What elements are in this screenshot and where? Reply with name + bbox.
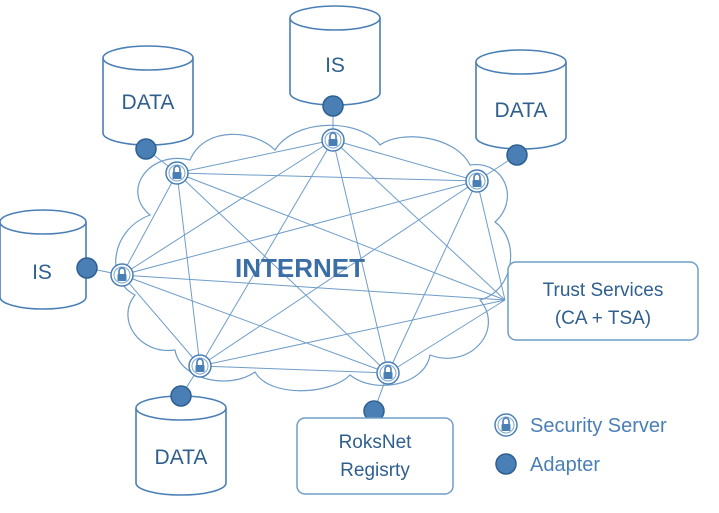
database-is-left: IS xyxy=(0,209,87,310)
database-label: DATA xyxy=(122,91,175,114)
database-label: IS xyxy=(32,261,52,284)
legend-adapter-label: Adapter xyxy=(530,454,600,476)
database-is-top: IS xyxy=(289,5,381,106)
adapter-icon xyxy=(170,385,192,407)
security-server-icon xyxy=(188,354,212,378)
mesh-line xyxy=(387,180,478,374)
mesh-line xyxy=(176,172,201,367)
legend: Security Server Adapter xyxy=(494,413,667,476)
mesh-line xyxy=(176,172,478,182)
mesh-line xyxy=(199,180,478,367)
mesh-line xyxy=(199,365,389,374)
internet-cloud xyxy=(115,124,512,392)
mesh-line xyxy=(121,274,201,367)
security-server-icon xyxy=(165,161,189,185)
trust-services-subtitle: (CA + TSA) xyxy=(555,308,651,329)
database-label: DATA xyxy=(155,446,208,469)
mesh-line xyxy=(476,180,506,301)
mesh-line xyxy=(121,274,389,374)
mesh-line xyxy=(176,172,506,301)
mesh-line xyxy=(199,139,334,367)
mesh-line xyxy=(199,299,506,367)
registry-title: RoksNet xyxy=(339,432,413,453)
mesh-line xyxy=(121,139,334,276)
database-label: DATA xyxy=(495,99,548,122)
legend-adapter-icon xyxy=(495,453,517,475)
database-data-top-right: DATA xyxy=(475,49,567,150)
adapter-icon xyxy=(322,95,344,117)
adapter-icon xyxy=(135,138,157,160)
mesh-connections xyxy=(121,139,506,374)
security-server-icon xyxy=(321,128,345,152)
adapter-icon xyxy=(76,257,98,279)
mesh-line xyxy=(176,139,334,174)
trust-services-title: Trust Services xyxy=(543,280,664,301)
security-server-icon xyxy=(376,361,400,385)
mesh-line xyxy=(332,139,478,182)
mesh-line xyxy=(121,172,178,276)
mesh-line xyxy=(387,299,506,374)
mesh-line xyxy=(121,180,478,276)
security-server-icon xyxy=(465,169,489,193)
security-server-icon xyxy=(110,263,134,287)
database-label: IS xyxy=(325,54,345,77)
trust-services-box: Trust Services (CA + TSA) xyxy=(507,261,699,341)
legend-security-server-label: Security Server xyxy=(530,415,667,437)
adapter-icon xyxy=(506,144,528,166)
mesh-line xyxy=(176,172,389,374)
registry-subtitle: Regisrty xyxy=(340,460,410,481)
database-data-bottom: DATA xyxy=(135,395,227,496)
internet-label: INTERNET xyxy=(235,253,365,283)
registry-box: RoksNet Regisrty xyxy=(296,417,454,495)
legend-security-server-icon xyxy=(494,413,518,437)
mesh-line xyxy=(332,139,389,374)
mesh-line xyxy=(121,274,506,301)
database-data-top-left: DATA xyxy=(102,45,194,146)
